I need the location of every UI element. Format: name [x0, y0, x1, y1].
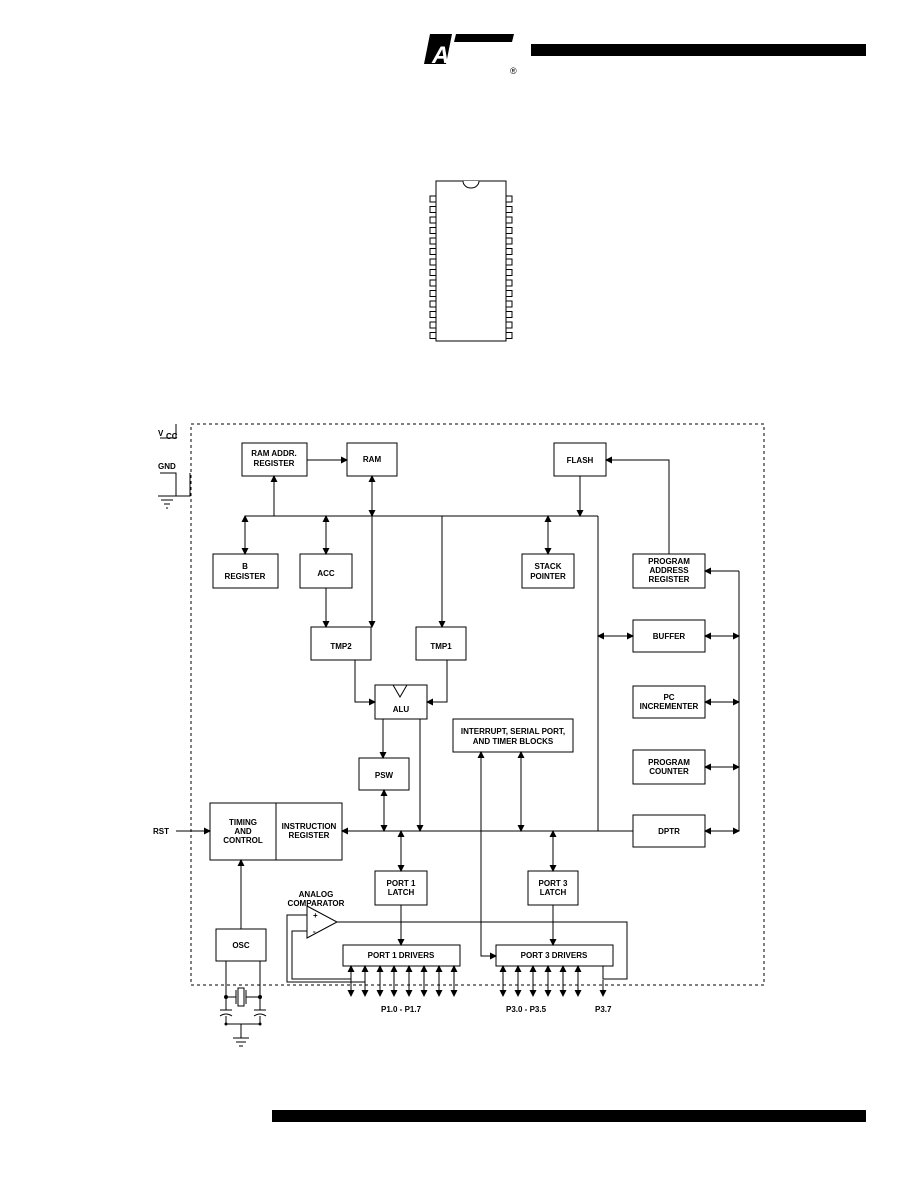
dip-pin	[505, 216, 513, 224]
svg-text:AND TIMER BLOCKS: AND TIMER BLOCKS	[473, 737, 554, 746]
svg-text:DPTR: DPTR	[658, 827, 680, 836]
b-register-block	[212, 553, 279, 589]
svg-text:PSW: PSW	[375, 771, 394, 780]
dip-pin	[429, 321, 437, 329]
dip-pin	[429, 269, 437, 276]
svg-text:STACK: STACK	[535, 562, 562, 571]
p3-pins-label: P3.0 - P3.5	[506, 1005, 547, 1014]
vcc-label: V	[158, 429, 164, 438]
svg-text:REGISTER: REGISTER	[254, 459, 295, 468]
svg-text:PROGRAM: PROGRAM	[648, 758, 690, 767]
dip-pin	[429, 248, 437, 255]
svg-text:-: -	[313, 927, 316, 936]
svg-text:PORT 3: PORT 3	[539, 879, 568, 888]
dip-pin	[429, 258, 437, 266]
svg-text:REGISTER: REGISTER	[225, 572, 266, 581]
dip-pin	[505, 279, 513, 287]
dip-pin	[505, 258, 513, 266]
svg-text:INSTRUCTION: INSTRUCTION	[282, 822, 337, 831]
dip-pin	[505, 311, 513, 318]
svg-text:TMP2: TMP2	[330, 642, 352, 651]
svg-text:PC: PC	[663, 693, 674, 702]
vcc-subscript: CC	[166, 432, 178, 441]
dip-pin	[429, 195, 437, 203]
svg-text:FLASH: FLASH	[567, 456, 594, 465]
dip-pin	[505, 321, 513, 329]
p37-pin-label: P3.7	[595, 1005, 612, 1014]
dip-pin	[429, 311, 437, 318]
svg-text:POINTER: POINTER	[530, 572, 566, 581]
dip-pin	[505, 290, 513, 297]
stack-pointer-block	[521, 553, 575, 589]
dptr-block	[632, 814, 706, 848]
p1-pins-label: P1.0 - P1.7	[381, 1005, 422, 1014]
svg-text:LATCH: LATCH	[388, 888, 415, 897]
svg-text:PORT 1 DRIVERS: PORT 1 DRIVERS	[368, 951, 435, 960]
svg-text:ACC: ACC	[317, 569, 335, 578]
gnd-label: GND	[158, 462, 176, 471]
program-counter-block	[632, 749, 706, 785]
rst-label: RST	[153, 827, 169, 836]
svg-text:CONTROL: CONTROL	[223, 836, 263, 845]
dip-pin	[505, 269, 513, 276]
tmp2-block	[310, 626, 372, 661]
flash-block	[553, 442, 607, 477]
dip-pin	[429, 279, 437, 287]
osc-block	[215, 928, 267, 962]
svg-text:COUNTER: COUNTER	[649, 767, 689, 776]
comparator-symbol	[306, 905, 339, 939]
svg-text:ALU: ALU	[393, 705, 410, 714]
svg-text:TMP1: TMP1	[430, 642, 452, 651]
dip-pin	[505, 332, 513, 339]
svg-text:RAM: RAM	[363, 455, 382, 464]
ram-block	[346, 442, 398, 477]
logo-text: ATMEL	[431, 42, 513, 69]
svg-text:OSC: OSC	[232, 941, 250, 950]
svg-text:ANALOG: ANALOG	[299, 890, 334, 899]
dip-pin	[429, 227, 437, 234]
svg-text:LATCH: LATCH	[540, 888, 567, 897]
svg-text:PORT 1: PORT 1	[387, 879, 416, 888]
dip-package-outline	[429, 180, 513, 342]
svg-text:TIMING: TIMING	[229, 818, 257, 827]
dip-pin	[429, 290, 437, 297]
dip-pin	[505, 248, 513, 255]
dip-pin	[505, 227, 513, 234]
svg-text:PROGRAM: PROGRAM	[648, 557, 690, 566]
svg-text:+: +	[313, 911, 318, 920]
svg-text:INTERRUPT, SERIAL PORT,: INTERRUPT, SERIAL PORT,	[461, 727, 565, 736]
svg-text:AND: AND	[234, 827, 252, 836]
svg-text:REGISTER: REGISTER	[649, 575, 690, 584]
footer-bar	[272, 1110, 866, 1122]
atmel-logo: ATMEL ®	[424, 34, 517, 76]
svg-text:REGISTER: REGISTER	[289, 831, 330, 840]
port1-latch-block	[374, 870, 428, 906]
header-bar	[531, 44, 866, 56]
dip-pin	[505, 206, 513, 213]
interrupt-serial-timer-block	[452, 718, 574, 753]
svg-text:INCREMENTER: INCREMENTER	[640, 702, 699, 711]
svg-text:ADDRESS: ADDRESS	[649, 566, 689, 575]
dip-pin	[429, 206, 437, 213]
dip-pin	[505, 195, 513, 203]
dip-pin	[505, 300, 513, 308]
tmp1-block	[415, 626, 467, 661]
svg-text:COMPARATOR: COMPARATOR	[288, 899, 345, 908]
svg-text:RAM ADDR.: RAM ADDR.	[251, 449, 296, 458]
pc-incrementer-block	[632, 685, 706, 719]
logo-registered-mark: ®	[510, 66, 517, 76]
port3-latch-block	[527, 870, 579, 906]
dip-pin	[429, 300, 437, 308]
dip-pin	[429, 216, 437, 224]
dip-pin	[505, 237, 513, 245]
chip-boundary	[190, 423, 765, 986]
svg-text:PORT 3 DRIVERS: PORT 3 DRIVERS	[521, 951, 588, 960]
dip-pin	[429, 237, 437, 245]
dip-pin	[429, 332, 437, 339]
svg-text:BUFFER: BUFFER	[653, 632, 686, 641]
svg-text:B: B	[242, 562, 248, 571]
